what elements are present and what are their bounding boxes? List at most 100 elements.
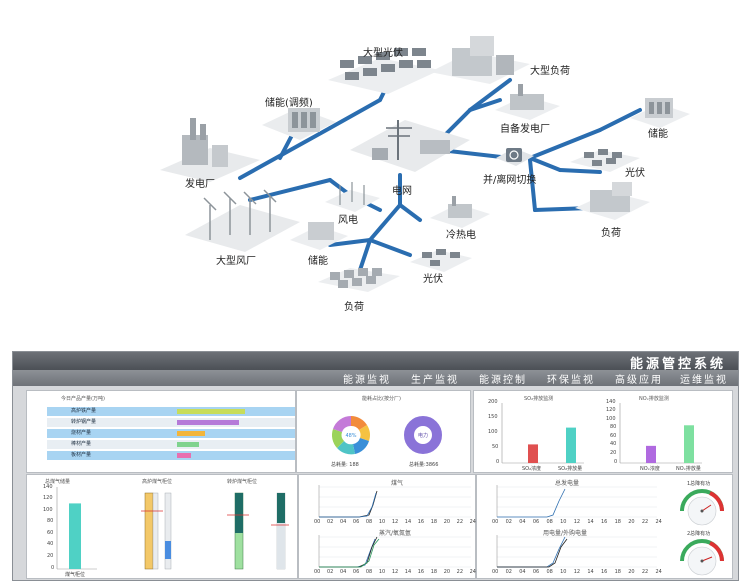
x-tick: 02	[326, 519, 334, 525]
power-gen-title: 总发电量	[555, 480, 580, 487]
x-tick: 08	[546, 569, 553, 575]
power-gen-line	[497, 488, 566, 518]
power-use-title: 用电量/外购电量	[543, 530, 588, 537]
gauge-1-label: 1总降有功	[687, 481, 711, 487]
panel-product-output-title: 今日产品产量(万吨)	[61, 396, 105, 402]
product-row-label: 棒材产量	[71, 441, 92, 447]
product-row: 转炉钢产量	[47, 418, 295, 427]
gauge-1	[680, 489, 724, 526]
product-bar	[177, 442, 199, 447]
so2-ytick: 150	[488, 414, 498, 420]
nav-energy-control[interactable]: 能源控制	[479, 375, 527, 386]
storage-right-icon	[630, 98, 690, 128]
nav-production-monitor[interactable]: 生产监视	[411, 375, 459, 386]
x-tick: 00	[492, 519, 499, 525]
x-tick: 10	[560, 569, 567, 575]
x-tick: 16	[601, 519, 608, 525]
gas-storage-bar	[69, 503, 81, 569]
donut1-slice	[331, 429, 344, 448]
label-pv-bottom: 光伏	[423, 274, 443, 285]
storage-regulation-icon	[262, 108, 336, 140]
x-tick: 16	[417, 569, 425, 575]
x-tick: 20	[628, 569, 635, 575]
x-tick: 06	[532, 519, 540, 525]
emissions-charts	[501, 403, 702, 464]
x-tick: 12	[391, 519, 399, 525]
x-tick: 00	[314, 519, 321, 525]
product-row-label: 转炉钢产量	[71, 419, 97, 425]
label-wind-farm: 大型风厂	[216, 256, 256, 267]
donut1-slice	[337, 441, 355, 455]
nox-bar	[684, 425, 694, 463]
product-bar	[177, 453, 191, 458]
nox-bar	[646, 445, 656, 463]
so2-ytick: 200	[488, 399, 498, 405]
steam-series-line	[319, 536, 378, 568]
gas-ytick: 0	[51, 565, 55, 571]
nox-ytick: 0	[614, 459, 618, 465]
wind-farm-icon	[185, 189, 300, 252]
x-tick: 02	[326, 569, 334, 575]
large-load-icon	[430, 36, 530, 84]
x-tick: 22	[641, 569, 649, 575]
nox-cat-label: NOₓ浓度	[640, 466, 660, 472]
product-bar	[177, 409, 245, 414]
panel-emissions: SO₂排放监测 NOₓ排放监测 SO₂浓度 SO₂排放量 NOₓ浓度 NOₓ排放…	[473, 390, 733, 473]
x-tick: 14	[587, 519, 594, 525]
grid-substation-icon	[350, 120, 470, 172]
label-wind: 风电	[338, 215, 358, 226]
pv-right-icon	[570, 149, 640, 172]
steam-trend-title: 蒸汽/氧氮氩	[379, 530, 412, 537]
nav-environment-monitor[interactable]: 环保监视	[547, 375, 595, 386]
gas-ytick: 140	[43, 484, 53, 490]
donut2-center-label: 电力	[418, 432, 428, 439]
x-tick: 20	[443, 569, 451, 575]
product-bar	[177, 420, 239, 425]
so2-bar	[566, 427, 576, 463]
label-switch: 并/离网切换	[483, 175, 537, 186]
tank1-title: 高炉煤气柜位	[142, 479, 173, 485]
tank-gauge-1	[144, 492, 154, 570]
large-pv-icon	[328, 48, 440, 94]
x-tick: 16	[417, 519, 425, 525]
donut1-slice	[353, 438, 369, 454]
x-tick: 10	[378, 569, 386, 575]
grid-switch-icon[interactable]	[496, 148, 534, 166]
nav-energy-monitor[interactable]: 能源监视	[343, 375, 391, 386]
microgrid-diagram: 大型光伏 大型负荷 储能(调频) 自备发电厂 储能 发电厂 电网 并/离网切换 …	[160, 36, 690, 313]
nox-chart-title: NOₓ排放监测	[639, 396, 669, 402]
donut1-center-label: 48%	[345, 433, 356, 439]
power-gen-xaxis: 00 02 04 06 08 10 12 14 16 18 20 22 24	[492, 519, 662, 525]
x-tick: 12	[573, 519, 581, 525]
nav-advanced-apps[interactable]: 高级应用	[615, 375, 663, 386]
donut1-slice	[359, 425, 370, 441]
tank-gauge-2	[164, 492, 172, 570]
label-self-plant: 自备发电厂	[500, 124, 550, 135]
x-tick: 00	[314, 569, 321, 575]
x-tick: 24	[469, 519, 476, 525]
gas-bar-caption: 煤气柜位	[65, 572, 86, 578]
x-tick: 06	[532, 569, 540, 575]
x-tick: 04	[519, 569, 526, 575]
gas-storage-title: 总煤气储量	[45, 479, 71, 485]
nav-maintenance-monitor[interactable]: 运维监视	[680, 375, 728, 386]
gas-trend-title: 煤气	[391, 480, 404, 487]
power-use-line	[497, 538, 568, 568]
panel-gas-storage: 总煤气储量 高炉煤气柜位 转炉煤气柜位 140 120 100 80 60 40…	[26, 474, 298, 579]
so2-bar	[528, 444, 538, 463]
x-tick: 18	[614, 519, 621, 525]
x-tick: 14	[404, 519, 412, 525]
load-bottom-icon	[318, 268, 400, 292]
gas-ytick: 80	[47, 518, 54, 524]
label-power-plant: 发电厂	[185, 179, 215, 190]
power-charts	[496, 485, 724, 576]
x-tick: 22	[641, 519, 649, 525]
product-row: 高炉铁产量	[47, 407, 295, 416]
panel-energy-share: 能耗占比(按分厂) 48% 电力 总耗量: 188 总耗量:3866	[296, 390, 471, 473]
x-tick: 04	[339, 519, 347, 525]
steam-series-line	[319, 538, 380, 568]
x-tick: 04	[519, 519, 526, 525]
x-tick: 24	[655, 569, 662, 575]
x-tick: 22	[456, 519, 464, 525]
nox-ytick: 40	[610, 441, 617, 447]
